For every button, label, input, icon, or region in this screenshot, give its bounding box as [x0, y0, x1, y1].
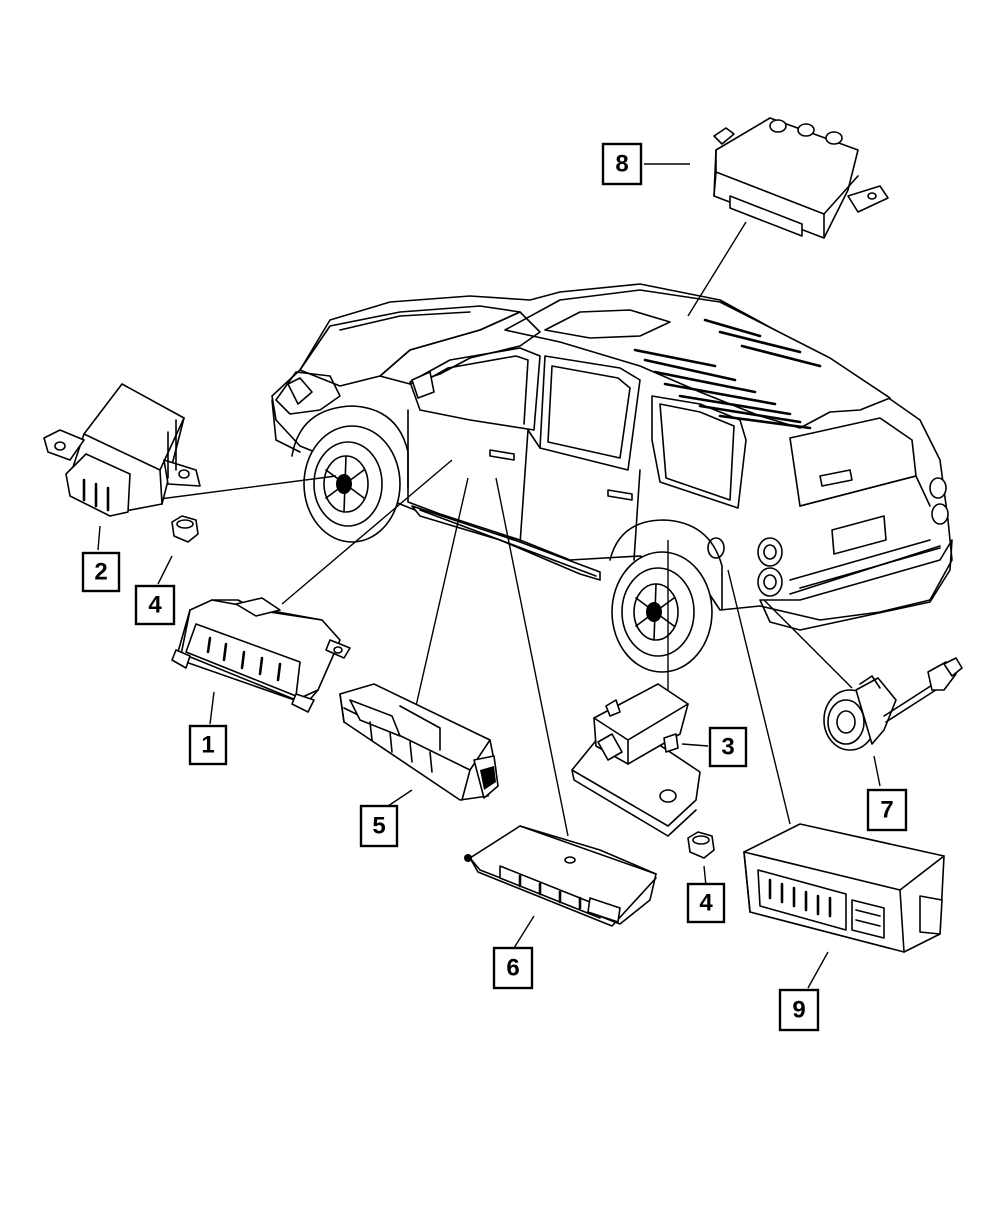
- callout-6: 6: [492, 946, 534, 990]
- callout-7-label: 7: [880, 797, 893, 824]
- callout-2: 2: [81, 551, 121, 593]
- callout-4-left: 4: [134, 584, 176, 626]
- part-6-module: [464, 825, 657, 927]
- vehicle-illustration: [271, 283, 953, 673]
- part-7-sensor: [823, 657, 963, 751]
- callout-5: 5: [359, 804, 399, 848]
- part-2-module: [43, 383, 201, 517]
- callout-3-label: 3: [721, 734, 734, 761]
- callout-2-label: 2: [94, 559, 107, 586]
- part-4-nut-right: [687, 831, 715, 859]
- part-4-nut-left: [171, 515, 199, 543]
- callout-4-right: 4: [686, 882, 726, 924]
- callout-4-left-label: 4: [148, 592, 162, 619]
- part-8-module: [713, 117, 889, 239]
- callout-7: 7: [866, 788, 908, 832]
- callout-3: 3: [708, 726, 748, 768]
- callout-9-label: 9: [792, 997, 805, 1024]
- part-1-module: [171, 597, 351, 713]
- callout-4-right-label: 4: [699, 890, 713, 917]
- callout-8: 8: [601, 142, 643, 186]
- rear-wheel: [609, 519, 723, 673]
- callout-6-label: 6: [506, 955, 519, 982]
- callout-5-label: 5: [372, 813, 385, 840]
- callout-1-label: 1: [201, 732, 214, 759]
- callout-9: 9: [778, 988, 820, 1032]
- front-wheel: [291, 405, 409, 543]
- part-3-module: [571, 683, 701, 837]
- callout-1: 1: [188, 724, 228, 766]
- leader-lines: [151, 221, 853, 837]
- callout-leaders: [97, 163, 881, 989]
- callout-8-label: 8: [615, 151, 628, 178]
- part-9-module: [743, 823, 945, 953]
- part-5-module: [339, 683, 499, 801]
